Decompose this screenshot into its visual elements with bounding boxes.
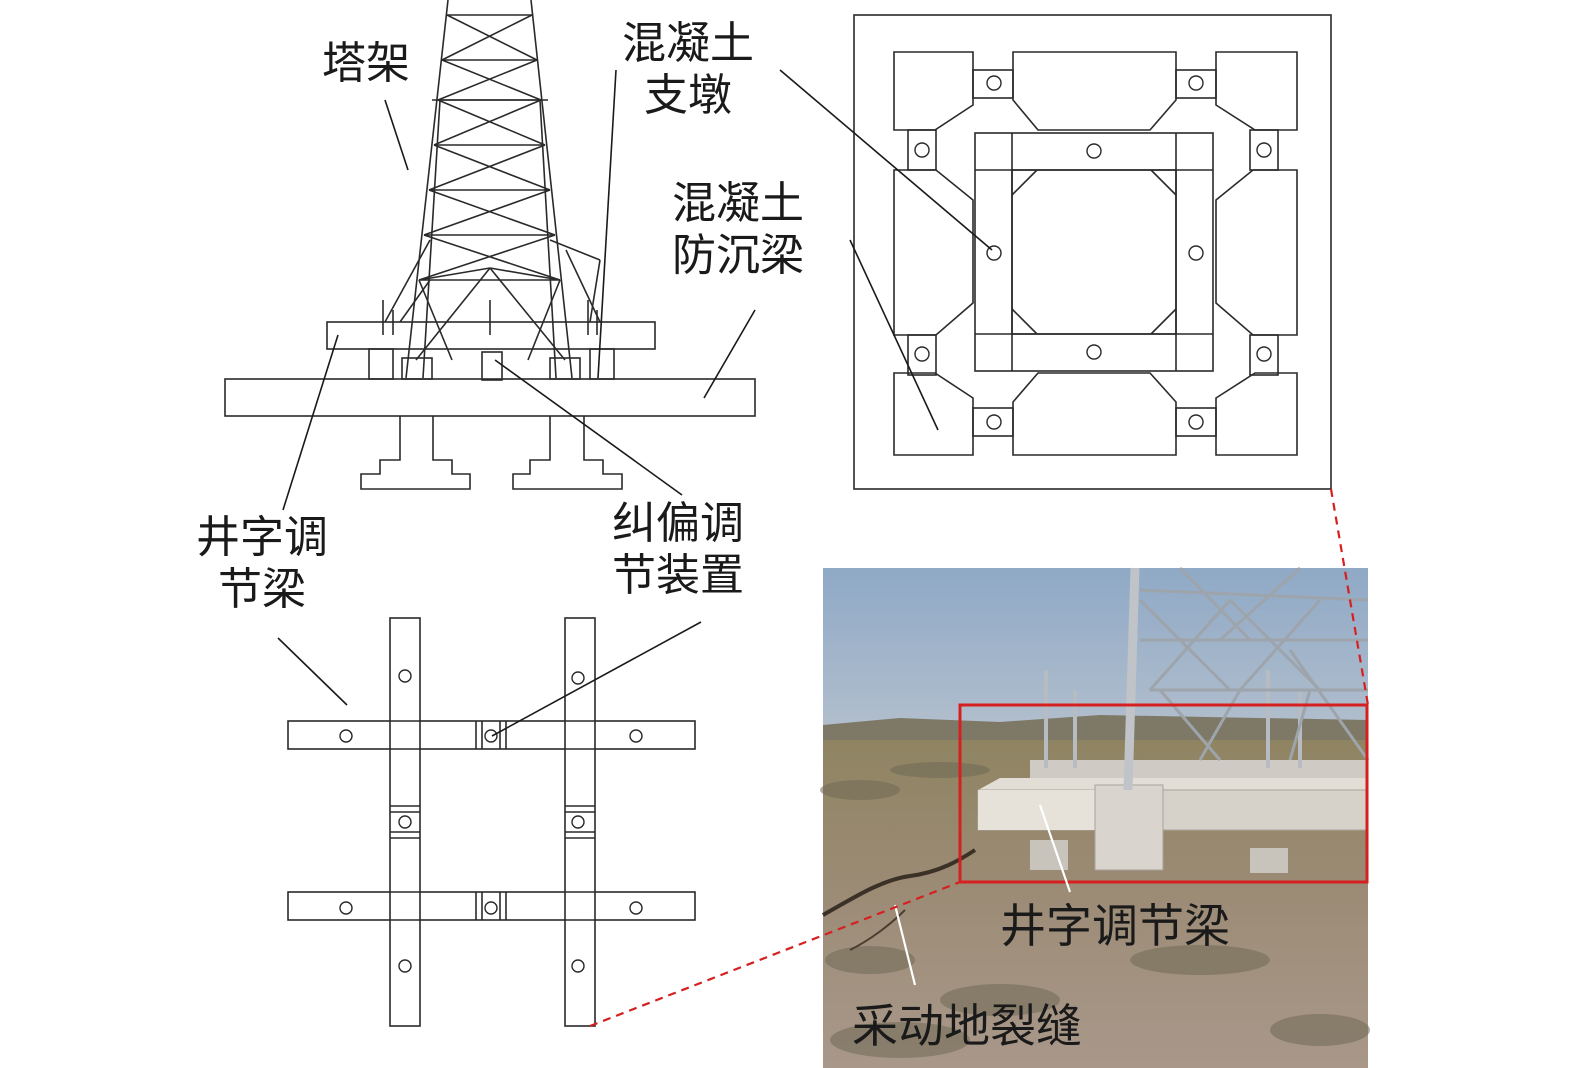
photo-label-mining-crack: 采动地裂缝: [852, 999, 1082, 1053]
photo-leader-lines: [893, 804, 1072, 986]
label-anti-settlement-beam-line1: 混凝土: [672, 178, 804, 229]
label-grid-beam-line1: 井字调: [196, 512, 328, 563]
leader-lines: [277, 69, 993, 737]
vertical-beam-right: [564, 617, 596, 1027]
label-grid-beam-line2: 节梁: [218, 564, 306, 615]
label-concrete-pier-line1: 混凝土: [622, 18, 754, 69]
label-concrete-pier: 混凝土 支墩: [622, 18, 754, 122]
label-tower-text: 塔架: [322, 38, 410, 89]
photo-label-grid-beam: 井字调节梁: [1000, 899, 1230, 953]
label-tower: 塔架: [322, 38, 410, 90]
label-concrete-pier-line2: 支墩: [644, 70, 732, 121]
label-rectification-device-line2: 节装置: [612, 550, 744, 601]
label-grid-beam: 井字调 节梁: [196, 512, 328, 616]
highlight-box: [958, 703, 1369, 884]
site-photo: [820, 566, 1370, 1068]
label-anti-settlement-beam-line2: 防沉梁: [672, 230, 804, 281]
label-rectification-device-line1: 纠偏调: [612, 498, 744, 549]
dashed-connectors: [589, 488, 1370, 1028]
label-rectification-device: 纠偏调 节装置: [612, 498, 744, 602]
plan-outer-frame: [853, 14, 1332, 490]
grid-beam-plan: [287, 617, 696, 1027]
foundation-plan: [853, 14, 1332, 490]
label-anti-settlement-beam: 混凝土 防沉梁: [672, 178, 804, 282]
elevation-drawing: [224, 0, 756, 490]
